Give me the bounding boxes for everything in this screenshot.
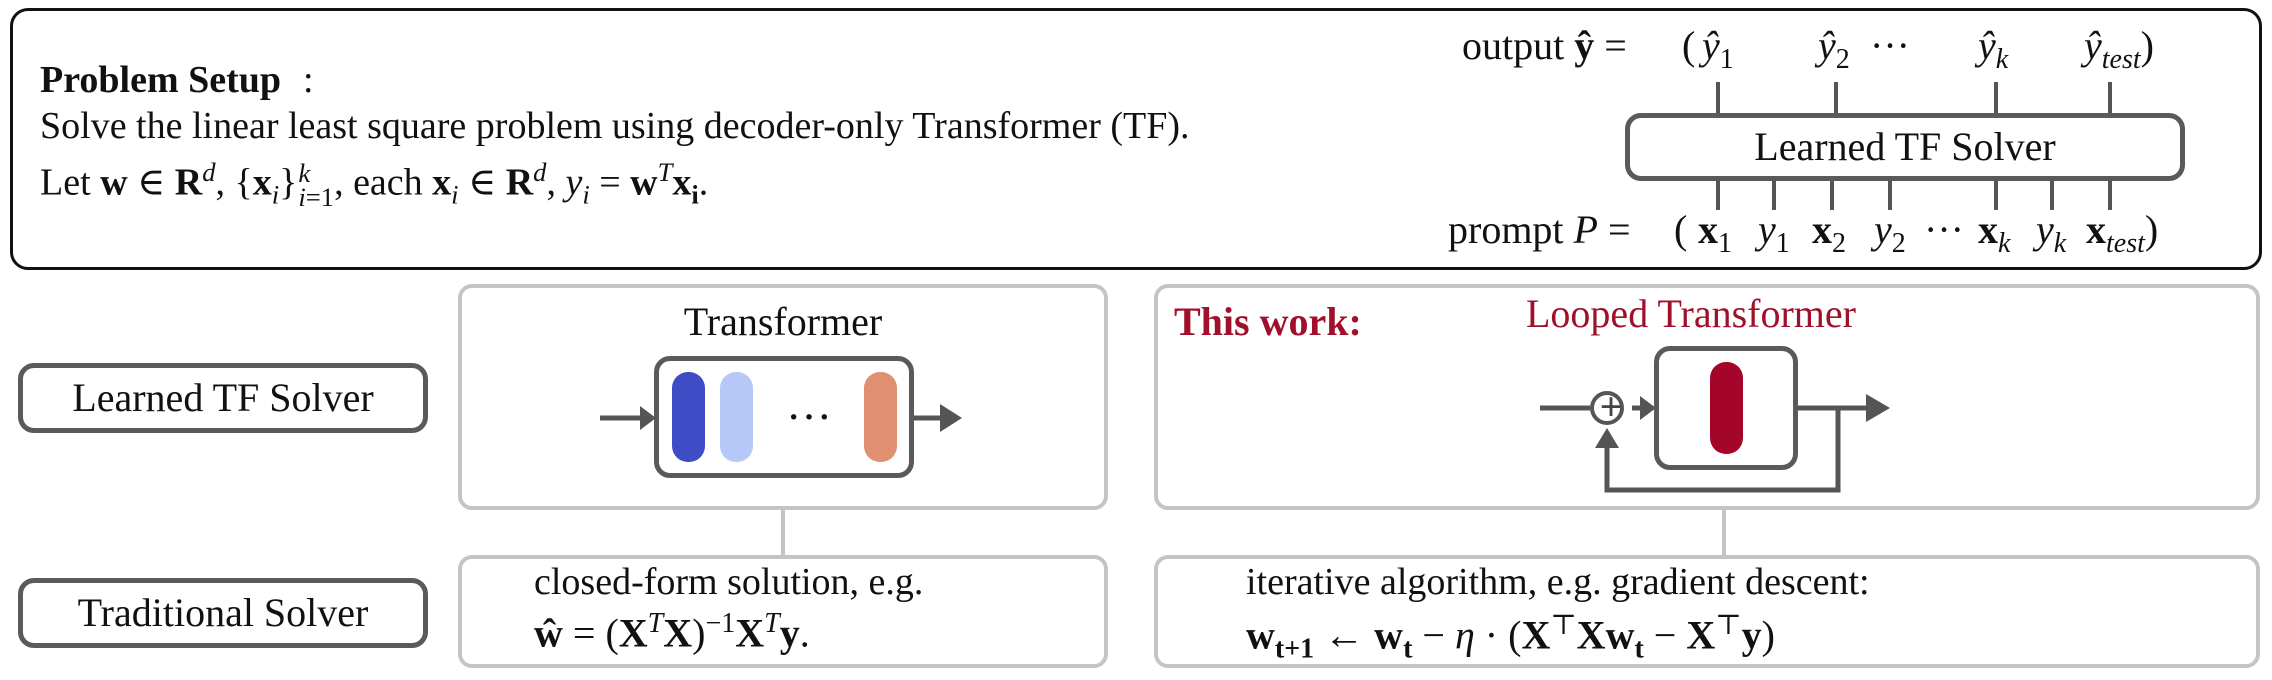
prompt-dots: ··· [1924,207,1964,252]
output-label: output ŷ = [1462,23,1627,68]
add-circle [1590,391,1624,425]
gradient-descent-equation: wt+1 ← wt − η · (X⊤Xwt − X⊤y) [1246,610,1775,665]
problem-setup-box [10,8,2262,270]
loop-feedback-arrowhead [1595,428,1619,448]
looped-input-arrowhead [1640,396,1656,420]
prompt-ticks [1716,181,2112,210]
prompt-label: prompt P = [1448,207,1631,252]
looped-transformer-title: Looped Transformer [1526,291,1856,336]
problem-setup-heading: Problem Setup: [40,59,314,101]
prompt-x1: x1 [1698,207,1732,259]
prompt-x2: x2 [1812,207,1846,259]
output-y1: ŷ1 [1702,23,1734,75]
learned-tf-solver-block: Learned TF Solver [1625,113,2185,181]
output-ticks [1716,82,2112,113]
closed-form-equation: ŵ = (XTX)−1XTy. [534,608,810,656]
iterative-text: iterative algorithm, e.g. gradient desce… [1246,561,1870,603]
output-ytest: ŷtest) [2084,23,2154,75]
layer-block-2 [720,372,753,462]
looped-output-arrowhead [1866,394,1890,422]
plus-sign: + [1599,384,1623,429]
prompt-y2: y2 [1874,207,1906,259]
prompt-xtest: xtest) [2086,207,2159,259]
loop-feedback-line [1604,408,1841,493]
output-open-paren: ( [1682,23,1696,68]
layer-block-1 [672,372,705,462]
output-dots: ··· [1870,23,1910,68]
transformer-block [654,356,914,478]
learned-tf-solver-row-label: Learned TF Solver [18,363,428,433]
iterative-panel [1154,555,2260,668]
prompt-xk: xk [1978,207,2011,259]
output-yk: ŷk [1978,23,2009,75]
looped-transformer-panel [1154,284,2260,510]
transformer-panel [458,284,1108,510]
prompt-y1: y1 [1758,207,1790,259]
prompt-yk: yk [2036,207,2067,259]
traditional-solver-row-label: Traditional Solver [18,578,428,648]
looped-transformer-block [1654,346,1798,470]
looped-layer-block [1710,362,1743,454]
this-work-label: This work: [1174,299,1362,344]
output-y2: ŷ2 [1818,23,1850,75]
layer-block-last [864,372,897,462]
closed-form-text: closed-form solution, e.g. [534,561,924,603]
closed-form-panel [458,555,1108,668]
layer-dots: ··· [786,391,832,442]
prompt-open-paren: ( [1674,207,1688,252]
problem-statement: Solve the linear least square problem us… [40,105,1190,147]
transformer-title: Transformer [683,299,883,344]
